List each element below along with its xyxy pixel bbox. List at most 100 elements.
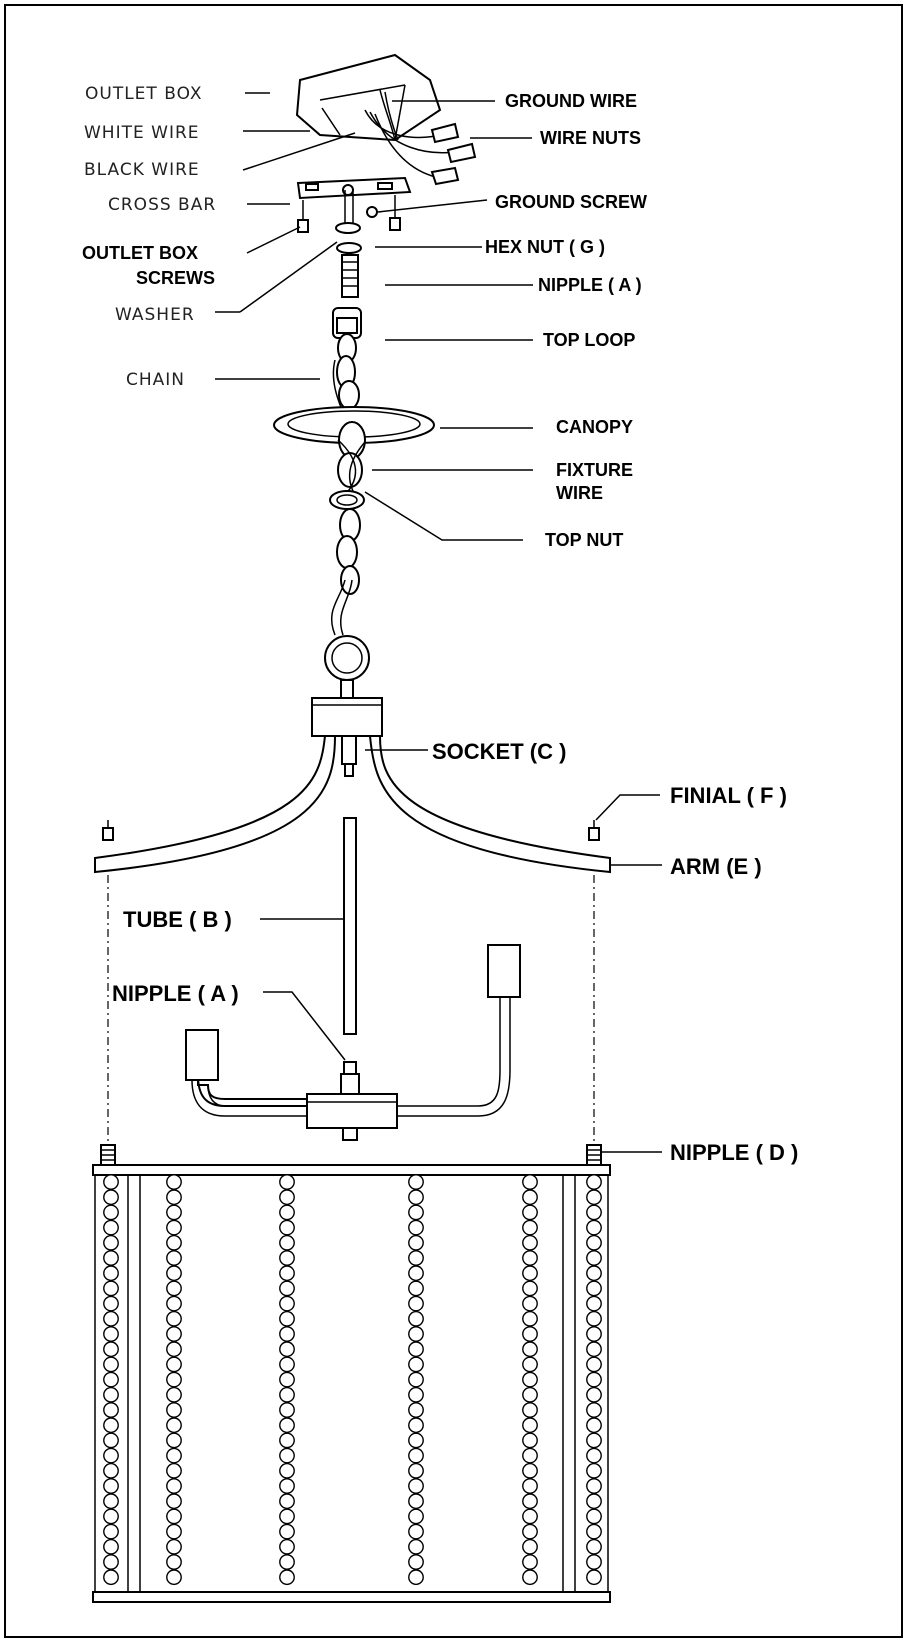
bead bbox=[103, 1219, 119, 1236]
bead bbox=[586, 1417, 602, 1434]
bead bbox=[408, 1417, 424, 1434]
bead bbox=[166, 1174, 182, 1190]
bead bbox=[586, 1219, 602, 1236]
bead bbox=[279, 1310, 295, 1327]
bead bbox=[522, 1478, 538, 1494]
label-socket: SOCKET (C ) bbox=[432, 739, 566, 764]
bead bbox=[522, 1204, 538, 1221]
bead bbox=[279, 1462, 295, 1479]
bead bbox=[586, 1356, 602, 1373]
bead bbox=[279, 1447, 295, 1464]
bead bbox=[522, 1554, 538, 1570]
bead bbox=[408, 1265, 424, 1282]
label-nipple-a-top: NIPPLE ( A ) bbox=[538, 275, 642, 295]
cluster bbox=[185, 944, 521, 1141]
bead bbox=[103, 1554, 119, 1570]
bead bbox=[103, 1417, 119, 1434]
bead bbox=[103, 1478, 119, 1494]
bead bbox=[166, 1219, 182, 1236]
cross-bar bbox=[296, 176, 412, 200]
bead bbox=[103, 1523, 119, 1540]
bead bbox=[166, 1402, 182, 1418]
bead bbox=[103, 1402, 119, 1418]
label-top-nut: TOP NUT bbox=[545, 530, 623, 550]
bead bbox=[166, 1265, 182, 1282]
bead bbox=[166, 1371, 182, 1388]
bead bbox=[408, 1234, 424, 1251]
bead bbox=[279, 1478, 295, 1494]
bead bbox=[522, 1326, 538, 1342]
diagram-border bbox=[4, 4, 903, 1638]
bead bbox=[166, 1250, 182, 1266]
outlet-box bbox=[295, 53, 442, 142]
bead bbox=[279, 1219, 295, 1236]
label-tube: TUBE ( B ) bbox=[123, 907, 232, 932]
bead bbox=[279, 1402, 295, 1418]
bead bbox=[279, 1432, 295, 1449]
bead bbox=[166, 1341, 182, 1358]
label-ground-wire: GROUND WIRE bbox=[505, 91, 637, 111]
finials bbox=[102, 820, 600, 1155]
label-outlet-box: OUTLET BOX bbox=[85, 84, 203, 104]
bead bbox=[408, 1371, 424, 1388]
bead bbox=[586, 1402, 602, 1418]
bead bbox=[522, 1219, 538, 1236]
bead bbox=[103, 1295, 119, 1312]
bead bbox=[522, 1462, 538, 1479]
bead bbox=[586, 1204, 602, 1221]
label-nipple-a-mid: NIPPLE ( A ) bbox=[112, 981, 239, 1006]
bead bbox=[522, 1402, 538, 1418]
bead bbox=[166, 1432, 182, 1449]
bead bbox=[279, 1356, 295, 1373]
bead bbox=[279, 1386, 295, 1403]
chain-upper bbox=[332, 355, 360, 411]
bead bbox=[408, 1508, 424, 1525]
bead bbox=[522, 1356, 538, 1373]
label-fixture-wire: FIXTURE bbox=[556, 460, 633, 480]
bead bbox=[522, 1174, 538, 1190]
bead bbox=[586, 1174, 602, 1190]
bead bbox=[522, 1234, 538, 1251]
bead bbox=[408, 1326, 424, 1342]
bead bbox=[522, 1508, 538, 1525]
bead bbox=[522, 1341, 538, 1358]
bead bbox=[522, 1432, 538, 1449]
top-loop bbox=[332, 307, 362, 363]
bead bbox=[408, 1341, 424, 1358]
bead bbox=[586, 1447, 602, 1464]
bead bbox=[586, 1554, 602, 1570]
bead bbox=[408, 1310, 424, 1327]
bead bbox=[522, 1265, 538, 1282]
bead bbox=[408, 1447, 424, 1464]
bead bbox=[522, 1280, 538, 1297]
label-fixture-wire-2: WIRE bbox=[556, 483, 603, 503]
bead bbox=[103, 1189, 119, 1206]
bead bbox=[166, 1326, 182, 1342]
bead bbox=[166, 1310, 182, 1327]
outlet-box-screws bbox=[297, 195, 401, 233]
wire-nuts bbox=[430, 122, 477, 186]
bead bbox=[586, 1432, 602, 1449]
bead bbox=[166, 1280, 182, 1297]
bead bbox=[103, 1371, 119, 1388]
bead bbox=[586, 1295, 602, 1312]
bead bbox=[166, 1386, 182, 1403]
bead bbox=[166, 1234, 182, 1251]
bead bbox=[586, 1508, 602, 1525]
label-ground-screw: GROUND SCREW bbox=[495, 192, 647, 212]
bead bbox=[166, 1189, 182, 1206]
bead bbox=[522, 1523, 538, 1540]
bead bbox=[586, 1462, 602, 1479]
bead bbox=[586, 1538, 602, 1555]
bead bbox=[522, 1295, 538, 1312]
bead bbox=[103, 1432, 119, 1449]
bead bbox=[408, 1523, 424, 1540]
bead bbox=[586, 1280, 602, 1297]
bead bbox=[408, 1432, 424, 1449]
bead bbox=[586, 1523, 602, 1540]
bead bbox=[408, 1219, 424, 1236]
bead bbox=[166, 1478, 182, 1494]
bead bbox=[586, 1234, 602, 1251]
bead bbox=[586, 1189, 602, 1206]
